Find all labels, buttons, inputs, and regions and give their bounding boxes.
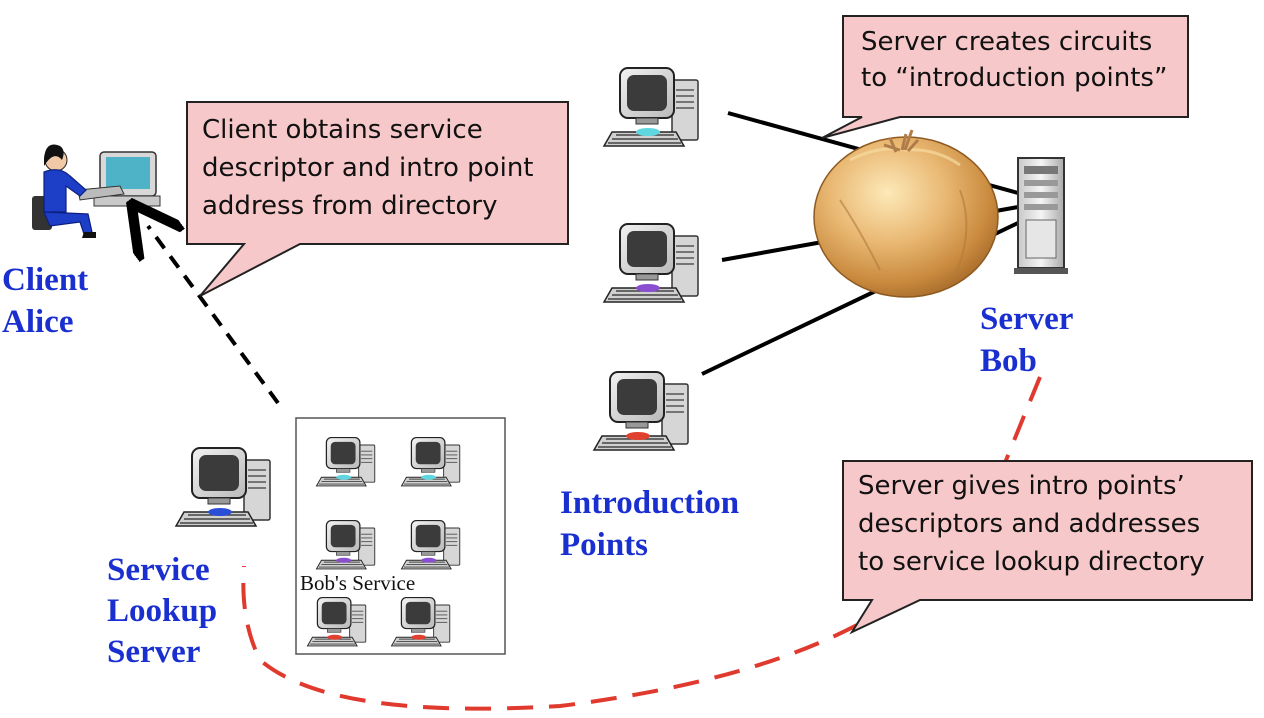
server-bob-icon — [1014, 157, 1068, 274]
callout-server-circuits-line-1: Server creates circuits — [861, 27, 1152, 57]
callout-server-gives-line-2: descriptors and addresses — [858, 509, 1200, 539]
service-computer-2-icon — [400, 436, 461, 487]
service-computer-5-icon — [306, 596, 367, 647]
callout-client-obtains-line-1: Client obtains service — [202, 115, 483, 145]
lookup-server-computer-icon — [175, 447, 271, 527]
directory-to-client-arrow — [148, 226, 280, 405]
callout-server-gives-line-1: Server gives intro points’ — [858, 471, 1185, 501]
server-label-line-2: Bob — [980, 343, 1037, 379]
intro-label-line-1: Introduction — [560, 485, 739, 521]
service-computer-4-icon — [400, 519, 461, 570]
intro-computer-top-icon — [603, 67, 699, 147]
lookup-label-line-1: Service — [107, 552, 210, 588]
intro-label-line-2: Points — [560, 527, 648, 563]
callout-server-circuits: Server creates circuits to “introduction… — [821, 15, 1189, 139]
callout-client-obtains: Client obtains service descriptor and in… — [186, 101, 569, 297]
lookup-label-line-3: Server — [107, 634, 200, 670]
callout-client-obtains-line-3: address from directory — [202, 191, 498, 221]
service-computer-3-icon — [315, 519, 376, 570]
server-label-line-1: Server — [980, 301, 1073, 337]
bobs-service-box: Bob's Service — [295, 417, 506, 655]
service-computer-6-icon — [390, 596, 451, 647]
callout-server-circuits-line-2: to “introduction points” — [861, 63, 1167, 93]
intro-computer-bottom-icon — [593, 371, 689, 451]
callout-server-gives: Server gives intro points’ descriptors a… — [842, 460, 1253, 635]
client-label-line-1: Client — [2, 262, 88, 298]
callout-server-gives-line-3: to service lookup directory — [858, 547, 1205, 577]
client-alice-icon — [32, 144, 161, 238]
intro-computer-middle-icon — [603, 223, 699, 303]
service-computer-1-icon — [315, 436, 376, 487]
bobs-service-label: Bob's Service — [300, 571, 415, 595]
onion-icon — [813, 129, 999, 298]
lookup-label-line-2: Lookup — [107, 593, 217, 629]
callout-client-obtains-line-2: descriptor and intro point — [202, 153, 534, 183]
client-label-line-2: Alice — [2, 304, 73, 340]
